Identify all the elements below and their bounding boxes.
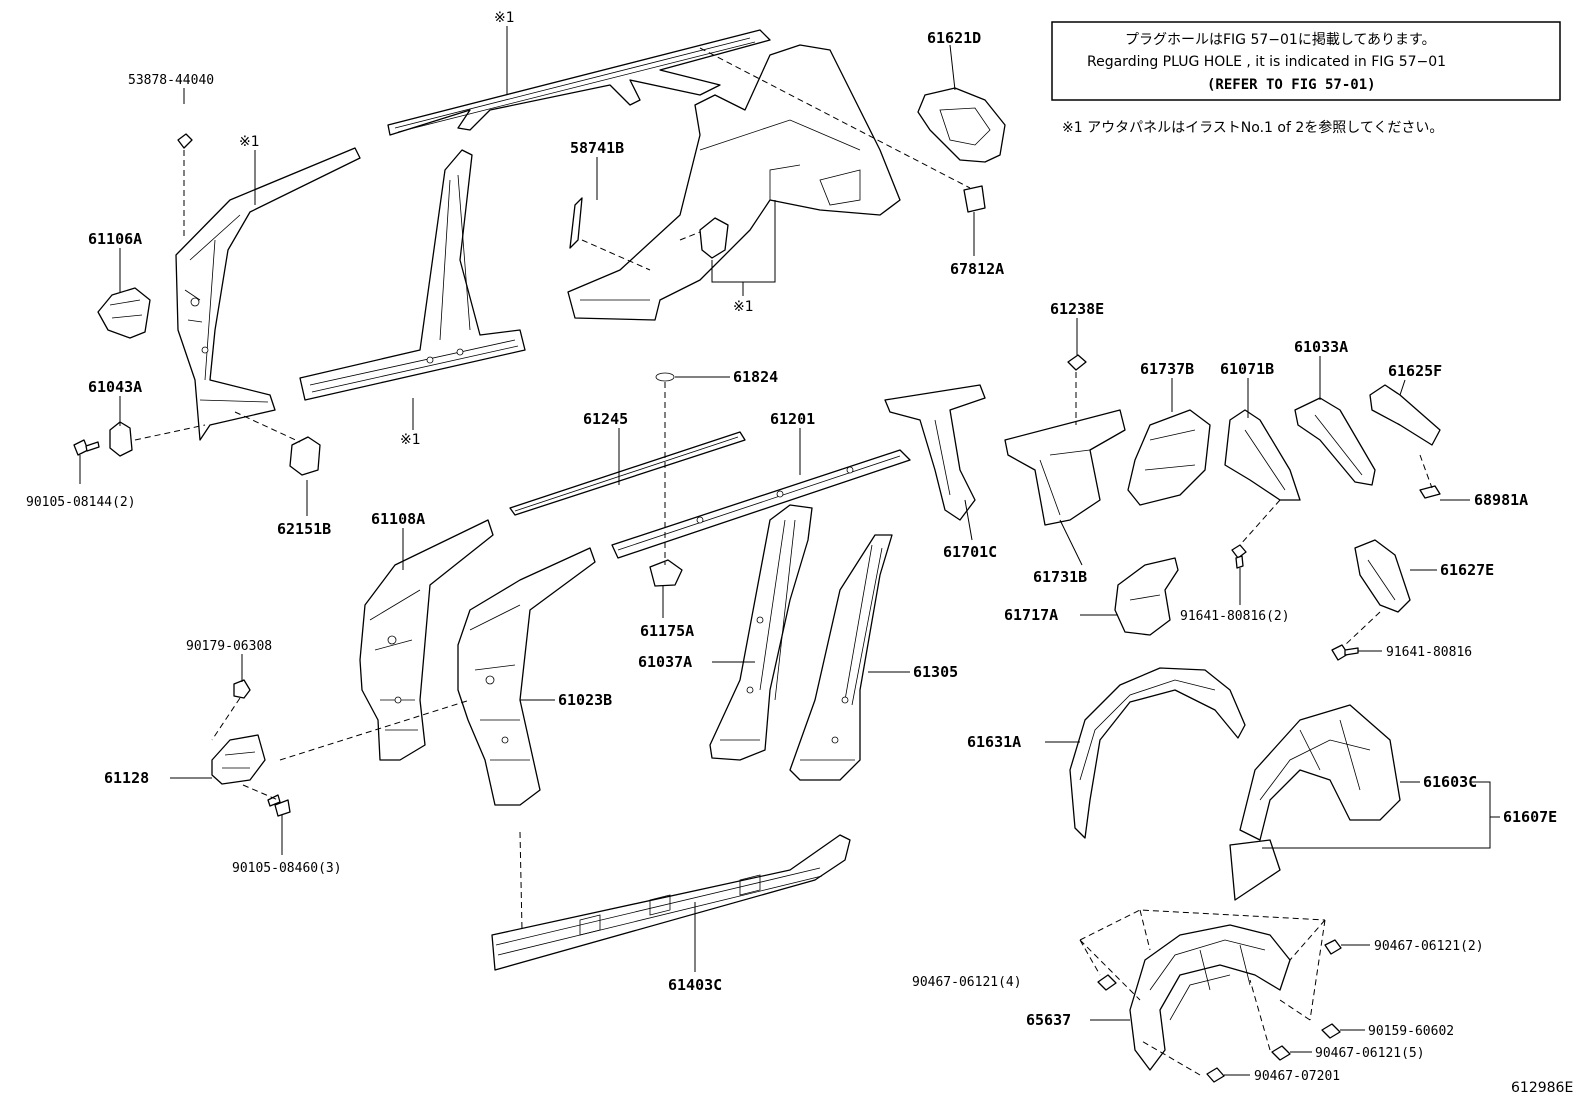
- quarter-bracket: [699, 217, 729, 259]
- label-61603C: 61603C: [1423, 773, 1477, 791]
- part-61621D: [917, 87, 1006, 163]
- label-90179-06308: 90179-06308: [186, 639, 272, 654]
- label-61238E: 61238E: [1050, 300, 1104, 318]
- part-62151B: [289, 436, 321, 476]
- label-90105-08460: 90105-08460(3): [232, 861, 342, 876]
- label-61701C: 61701C: [943, 543, 997, 561]
- label-61037A: 61037A: [638, 653, 692, 671]
- label-61023B: 61023B: [558, 691, 612, 709]
- label-90159-60602: 90159-60602: [1368, 1024, 1454, 1039]
- label-91641-80816: 91641-80816: [1386, 645, 1472, 660]
- part-61627E: [1354, 539, 1411, 613]
- roof-side-outer-rail: [387, 29, 771, 136]
- bolt-90105-08460: [267, 794, 291, 817]
- part-61023B: [457, 547, 596, 806]
- part-61108A: [359, 519, 494, 761]
- part-labels: 53878-44040 61106A 61043A 90105-08144(2)…: [26, 29, 1557, 1084]
- part-68981A: [1419, 485, 1441, 499]
- ref-mark-top: ※1: [494, 10, 515, 26]
- label-90467-07201: 90467-07201: [1254, 1069, 1340, 1084]
- label-61201: 61201: [770, 410, 815, 428]
- part-61717A: [1114, 557, 1179, 636]
- label-90467-06121-5: 90467-06121(5): [1315, 1046, 1425, 1061]
- label-61245: 61245: [583, 410, 628, 428]
- part-61625F: [1369, 384, 1441, 446]
- label-61128: 61128: [104, 769, 149, 787]
- label-61106A: 61106A: [88, 230, 142, 248]
- center-pillar-rocker-outer: [299, 149, 526, 401]
- ref-mark-rocker: ※1: [400, 432, 421, 448]
- label-61717A: 61717A: [1004, 606, 1058, 624]
- part-61043A: [109, 421, 133, 457]
- label-62151B: 62151B: [277, 520, 331, 538]
- part-61305: [789, 534, 893, 781]
- part-53878-44040: [177, 133, 193, 149]
- label-61627E: 61627E: [1440, 561, 1494, 579]
- part-61731B: [1004, 409, 1126, 526]
- part-61106A: [97, 287, 151, 339]
- part-61701C: [884, 384, 986, 521]
- clip-90467-06121-2: [1324, 939, 1342, 955]
- label-61033A: 61033A: [1294, 338, 1348, 356]
- leader-lines: [79, 26, 1500, 1076]
- screw-90159-60602: [1321, 1023, 1341, 1039]
- label-53878-44040: 53878-44040: [128, 73, 214, 88]
- label-67812A: 67812A: [950, 260, 1004, 278]
- label-61621D: 61621D: [927, 29, 981, 47]
- label-58741B: 58741B: [570, 139, 624, 157]
- label-68981A: 68981A: [1474, 491, 1528, 509]
- note-box: プラグホールはFIG 57−01に掲載してあります。 Regarding PLU…: [1051, 21, 1561, 101]
- ref-mark-left: ※1: [239, 134, 260, 150]
- clip-90467-06121-5: [1271, 1045, 1291, 1061]
- part-61128: [211, 734, 266, 785]
- footnote: ※1 アウタパネルはイラストNo.1 of 2を参照してください。: [1062, 119, 1443, 136]
- label-61071B: 61071B: [1220, 360, 1274, 378]
- part-61037A: [709, 504, 813, 761]
- part-67812A: [963, 185, 986, 213]
- label-91641-80816-2: 91641-80816(2): [1180, 609, 1290, 624]
- part-58741B: [569, 197, 583, 249]
- clip-90467-07201: [1206, 1067, 1225, 1083]
- part-61737B: [1127, 409, 1211, 506]
- part-61631A: [1069, 667, 1246, 839]
- label-61737B: 61737B: [1140, 360, 1194, 378]
- note-line-1: プラグホールはFIG 57−01に掲載してあります。: [1125, 32, 1436, 48]
- label-61607E: 61607E: [1503, 808, 1557, 826]
- clip-90467-06121-4: [1097, 974, 1117, 991]
- label-90105-08144: 90105-08144(2): [26, 495, 136, 510]
- front-pillar-outer: [175, 147, 361, 441]
- figure-id: 612986E: [1511, 1080, 1573, 1096]
- label-61175A: 61175A: [640, 622, 694, 640]
- label-61305: 61305: [913, 663, 958, 681]
- quarter-panel: [567, 44, 901, 321]
- bolt-91641-80816-2: [1231, 544, 1247, 569]
- plug-61824: [655, 372, 675, 382]
- ref-marks: ※1 ※1 ※1 ※1: [239, 10, 754, 448]
- bolt-90105-08144: [73, 439, 100, 456]
- part-61245: [509, 431, 746, 516]
- part-65637: [1129, 924, 1291, 1071]
- label-61108A: 61108A: [371, 510, 425, 528]
- ref-mark-bracket: ※1: [733, 299, 754, 315]
- label-61403C: 61403C: [668, 976, 722, 994]
- label-61043A: 61043A: [88, 378, 142, 396]
- label-61625F: 61625F: [1388, 362, 1442, 380]
- note-line-3: (REFER TO FIG 57-01): [1207, 77, 1376, 93]
- label-90467-06121-4: 90467-06121(4): [912, 975, 1022, 990]
- label-61631A: 61631A: [967, 733, 1021, 751]
- part-61603C: [1229, 704, 1401, 901]
- part-61071B: [1224, 409, 1301, 501]
- note-line-2: Regarding PLUG HOLE , it is indicated in…: [1087, 54, 1446, 70]
- label-61731B: 61731B: [1033, 568, 1087, 586]
- label-90467-06121-2: 90467-06121(2): [1374, 939, 1484, 954]
- part-61238E: [1067, 354, 1087, 371]
- part-61175A: [649, 559, 683, 587]
- label-61824: 61824: [733, 368, 778, 386]
- label-65637: 65637: [1026, 1011, 1071, 1029]
- nut-90179-06308: [233, 679, 251, 699]
- part-61403C: [491, 834, 851, 971]
- part-61033A: [1294, 397, 1376, 486]
- bolt-91641-80816: [1331, 644, 1359, 661]
